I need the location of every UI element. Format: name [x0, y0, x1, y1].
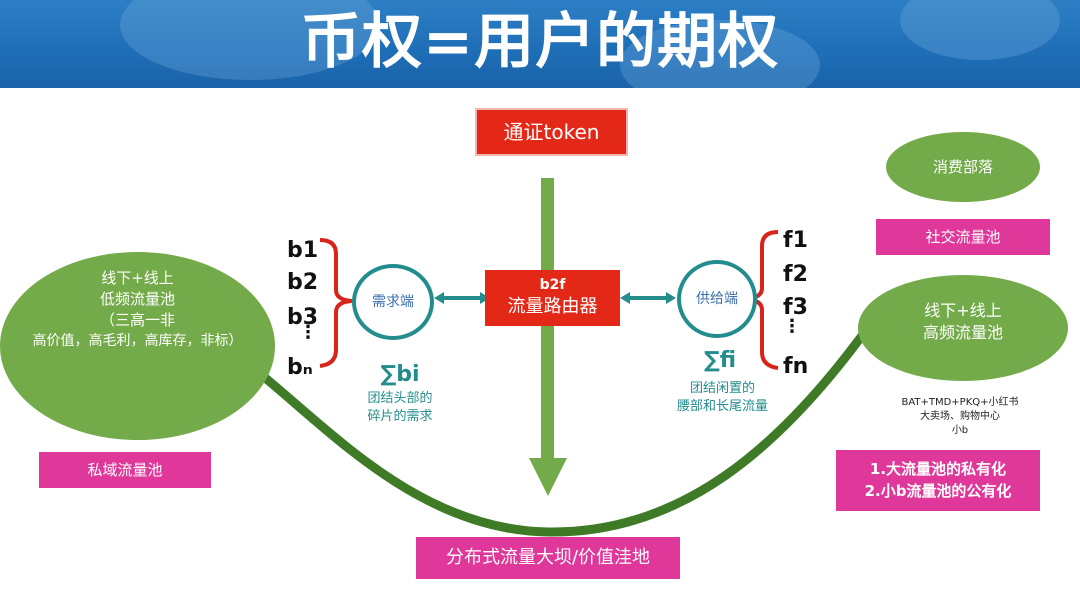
demand-circle: 需求端 [352, 264, 434, 340]
bottom-dam-text: 分布式流量大坝/价值洼地 [445, 547, 651, 568]
valley-curve [253, 317, 877, 537]
supply-circle-label: 供给端 [696, 291, 738, 307]
left-pool-line4: 高价值，高毛利，高库存，非标） [32, 333, 243, 349]
conclusions-box: 1.大流量池的私有化 2.小b流量池的公有化 [836, 450, 1040, 511]
right-pool-note-line2: 大卖场、购物中心 [920, 411, 1000, 422]
right-pool-note-line3: 小b [951, 425, 969, 436]
page-title: 币权=用户的期权 [300, 7, 780, 77]
demand-item-ellipsis: ⋮ [299, 322, 317, 343]
demand-circle-label: 需求端 [372, 294, 414, 310]
demand-desc: 团结头部的 碎片的需求 [345, 390, 455, 426]
supply-item-ellipsis: ⋮ [783, 316, 801, 337]
down-arrow-head [529, 458, 567, 496]
right-pool-note-line1: BAT+TMD+PKQ+小红书 [901, 397, 1019, 408]
supply-desc-line2: 腰部和长尾流量 [676, 399, 768, 414]
supply-desc-line1: 团结闲置的 [689, 381, 755, 396]
demand-item-b1: b1 [287, 238, 319, 263]
right-pool-note: BAT+TMD+PKQ+小红书 大卖场、购物中心 小b [880, 396, 1040, 438]
consumer-tribe-ellipse: 消费部落 [886, 132, 1040, 202]
right-pool-line2: 高频流量池 [922, 323, 1003, 342]
map-decoration [620, 20, 820, 88]
router-title: b2f [539, 277, 566, 293]
demand-brace [319, 238, 353, 368]
supply-circle: 供给端 [677, 260, 757, 338]
supply-item-fn: fn [783, 354, 809, 379]
right-pool-ellipse: 线下+线上 高频流量池 [858, 275, 1068, 381]
conclusion-1: 1.大流量池的私有化 [869, 460, 1007, 478]
social-pool-text: 社交流量池 [925, 228, 1001, 246]
demand-item-bn: bₙ [287, 355, 313, 380]
supply-item-f1: f1 [783, 228, 808, 253]
router-box: b2f 流量路由器 [485, 270, 620, 326]
supply-sum: ∑fi [703, 348, 737, 373]
private-pool-label: 私域流量池 [39, 452, 211, 488]
demand-item-b3: b3 [287, 305, 319, 330]
demand-item-b2: b2 [287, 270, 319, 295]
social-pool-label: 社交流量池 [876, 219, 1050, 255]
demand-desc-line1: 团结头部的 [367, 391, 433, 406]
left-pool-line3: （三高一非 [99, 311, 175, 329]
left-pool-line2: 低频流量池 [99, 290, 175, 308]
consumer-tribe-text: 消费部落 [932, 158, 993, 176]
demand-sum: ∑bi [380, 362, 420, 387]
supply-desc: 团结闲置的 腰部和长尾流量 [660, 380, 785, 416]
bottom-dam-label: 分布式流量大坝/价值洼地 [416, 537, 680, 579]
left-pool-line1: 线下+线上 [101, 269, 174, 287]
supply-item-f3: f3 [783, 295, 808, 320]
left-pool-ellipse: 线下+线上 低频流量池 （三高一非 高价值，高毛利，高库存，非标） [0, 252, 275, 440]
supply-item-f2: f2 [783, 262, 808, 287]
private-pool-text: 私域流量池 [87, 461, 163, 479]
conclusion-2: 2.小b流量池的公有化 [864, 482, 1012, 500]
demand-desc-line2: 碎片的需求 [367, 409, 433, 424]
right-pool-line1: 线下+线上 [924, 301, 1002, 320]
title-banner: 币权=用户的期权 [0, 0, 1080, 88]
token-box: 通证token [475, 108, 628, 156]
router-subtitle: 流量路由器 [507, 296, 598, 317]
token-box-label: 通证token [503, 120, 600, 144]
